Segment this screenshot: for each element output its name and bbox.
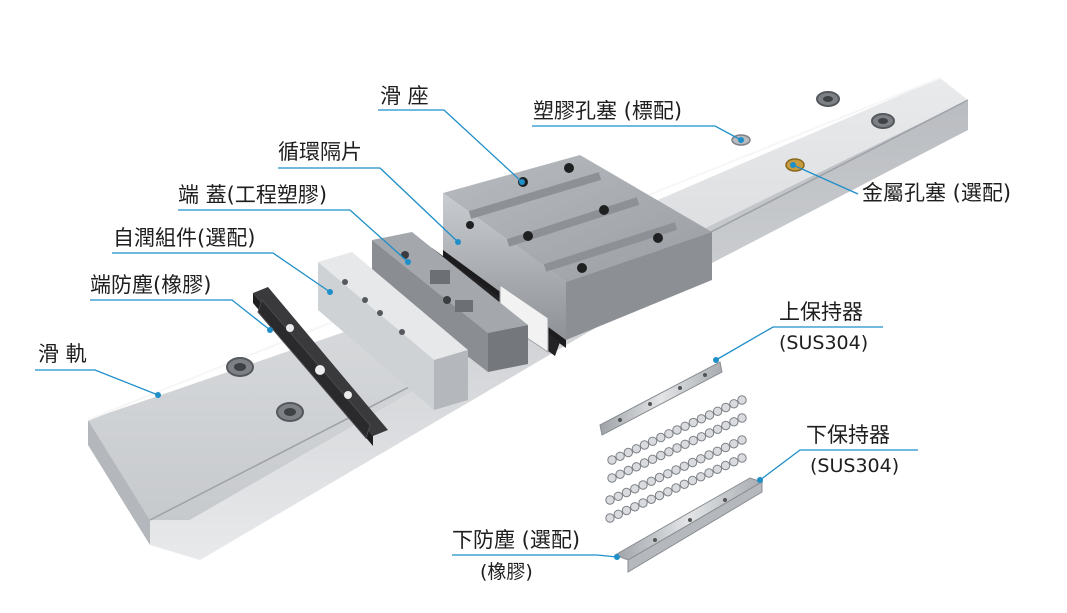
steel-ball [720, 442, 731, 453]
steel-ball [623, 465, 633, 476]
steel-ball [656, 450, 666, 461]
steel-ball [654, 472, 665, 483]
label-plastic-plug: 塑膠孔塞 (標配) [533, 99, 683, 123]
steel-ball [656, 432, 666, 443]
steel-ball [712, 406, 723, 416]
steel-ball [688, 435, 698, 446]
label-bottom-seal-material: (橡膠) [480, 561, 533, 583]
label-end-seal: 端防塵(橡膠) [90, 273, 212, 297]
steel-ball [664, 447, 674, 457]
steel-ball [615, 451, 625, 461]
rail-end-face [88, 420, 150, 545]
steel-ball [623, 447, 633, 458]
rail-mounting-holes [226, 91, 895, 422]
steel-ball [631, 462, 642, 472]
steel-ball [671, 483, 681, 493]
steel-ball [704, 428, 715, 438]
steel-ball [696, 414, 707, 424]
steel-ball [679, 461, 689, 471]
steel-ball [729, 457, 739, 467]
steel-ball [729, 439, 739, 449]
steel-ball [615, 469, 625, 479]
steel-ball [696, 454, 706, 464]
steel-ball [638, 480, 648, 490]
steel-ball [687, 457, 698, 468]
steel-ball [646, 476, 656, 486]
steel-ball [680, 421, 690, 431]
block-front-face [443, 193, 566, 340]
steel-ball [688, 417, 698, 428]
end-cap [372, 232, 528, 372]
steel-ball [720, 460, 731, 471]
steel-ball [663, 469, 673, 479]
steel-ball [607, 473, 617, 483]
steel-ball [621, 505, 632, 516]
steel-ball [621, 487, 632, 498]
steel-ball [680, 439, 690, 449]
steel-ball [729, 417, 739, 427]
label-bottom-seal: 下防塵 (選配) [452, 528, 581, 552]
block-mounting-holes [466, 163, 663, 273]
steel-ball [737, 395, 747, 405]
steel-ball [729, 399, 739, 409]
label-upper-retainer: 上保持器 [779, 300, 863, 324]
end-seal [253, 287, 388, 446]
steel-ball [605, 513, 615, 523]
label-metal-plug: 金屬孔塞 (選配) [862, 181, 1012, 205]
label-lower-retainer-material: (SUS304) [810, 455, 900, 477]
steel-ball [663, 487, 673, 497]
upper-retainer [599, 361, 723, 436]
label-rail: 滑 軌 [38, 342, 87, 366]
steel-ball [639, 458, 650, 468]
label-upper-retainer-material: (SUS304) [779, 332, 869, 354]
steel-ball [737, 413, 747, 423]
label-slider-block: 滑 座 [380, 84, 429, 108]
steel-ball [638, 498, 648, 508]
steel-ball [613, 491, 623, 501]
steel-ball [631, 444, 642, 454]
steel-ball [721, 402, 731, 413]
block-side-face [566, 232, 712, 340]
steel-ball [664, 429, 674, 439]
steel-ball [704, 450, 714, 460]
steel-ball [647, 454, 658, 464]
leader-lines [35, 109, 918, 558]
self-lubricating-unit [318, 252, 468, 410]
label-self-lube-unit: 自潤組件(選配) [113, 226, 256, 250]
steel-ball [704, 468, 714, 478]
steel-ball [696, 472, 706, 482]
steel-ball [607, 455, 617, 465]
steel-ball [613, 509, 623, 519]
steel-ball [654, 490, 665, 501]
steel-ball [721, 420, 731, 431]
steel-ball [712, 424, 723, 434]
steel-ball [696, 432, 707, 442]
steel-ball [605, 495, 615, 505]
steel-ball [639, 440, 650, 450]
label-end-cap: 端 蓋(工程塑膠) [178, 183, 328, 207]
steel-ball [647, 436, 658, 446]
steel-ball [672, 425, 682, 435]
label-lower-retainer: 下保持器 [806, 423, 890, 447]
steel-ball [712, 446, 722, 456]
steel-ball [712, 464, 722, 474]
steel-ball [704, 410, 715, 420]
steel-ball [671, 465, 681, 475]
steel-ball [687, 475, 698, 486]
steel-ball [630, 502, 640, 512]
steel-ball [630, 484, 640, 494]
steel-ball [646, 494, 656, 504]
steel-ball-chains [605, 395, 747, 523]
steel-ball [737, 435, 747, 445]
steel-ball [679, 479, 689, 489]
steel-ball [672, 443, 682, 453]
steel-ball [737, 453, 747, 463]
label-recirculation-spacer: 循環隔片 [278, 140, 362, 164]
